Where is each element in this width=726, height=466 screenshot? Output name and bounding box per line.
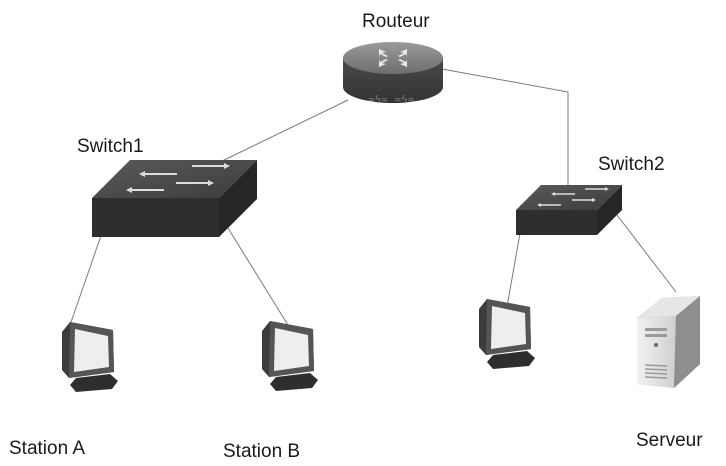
router-label: Routeur (362, 11, 430, 32)
station-a-monitor-icon[interactable] (62, 322, 118, 392)
svg-text:≈ϟ≈ ≈ϟ≈: ≈ϟ≈ ≈ϟ≈ (368, 93, 415, 106)
station-b-label: Station B (223, 441, 300, 462)
station-c-monitor-icon[interactable] (479, 299, 535, 369)
router-icon[interactable]: ≈ϟ≈ ≈ϟ≈ (343, 42, 443, 106)
link-switch2-server (616, 214, 677, 293)
switch1-icon[interactable] (92, 160, 257, 237)
link-router-switch2 (441, 68, 569, 188)
switch1-label: Switch1 (77, 136, 144, 157)
switch2-icon[interactable] (516, 185, 622, 235)
link-switch1-station-a (69, 229, 104, 326)
server-icon[interactable] (637, 296, 700, 388)
link-switch2-station-c (506, 232, 521, 308)
switch2-label: Switch2 (598, 154, 665, 175)
links (69, 68, 677, 331)
station-a-label: Station A (9, 438, 85, 459)
link-router-switch1 (217, 99, 349, 164)
link-switch1-station-b (227, 227, 292, 331)
station-b-monitor-icon[interactable] (262, 321, 318, 391)
server-label: Serveur (636, 430, 703, 451)
